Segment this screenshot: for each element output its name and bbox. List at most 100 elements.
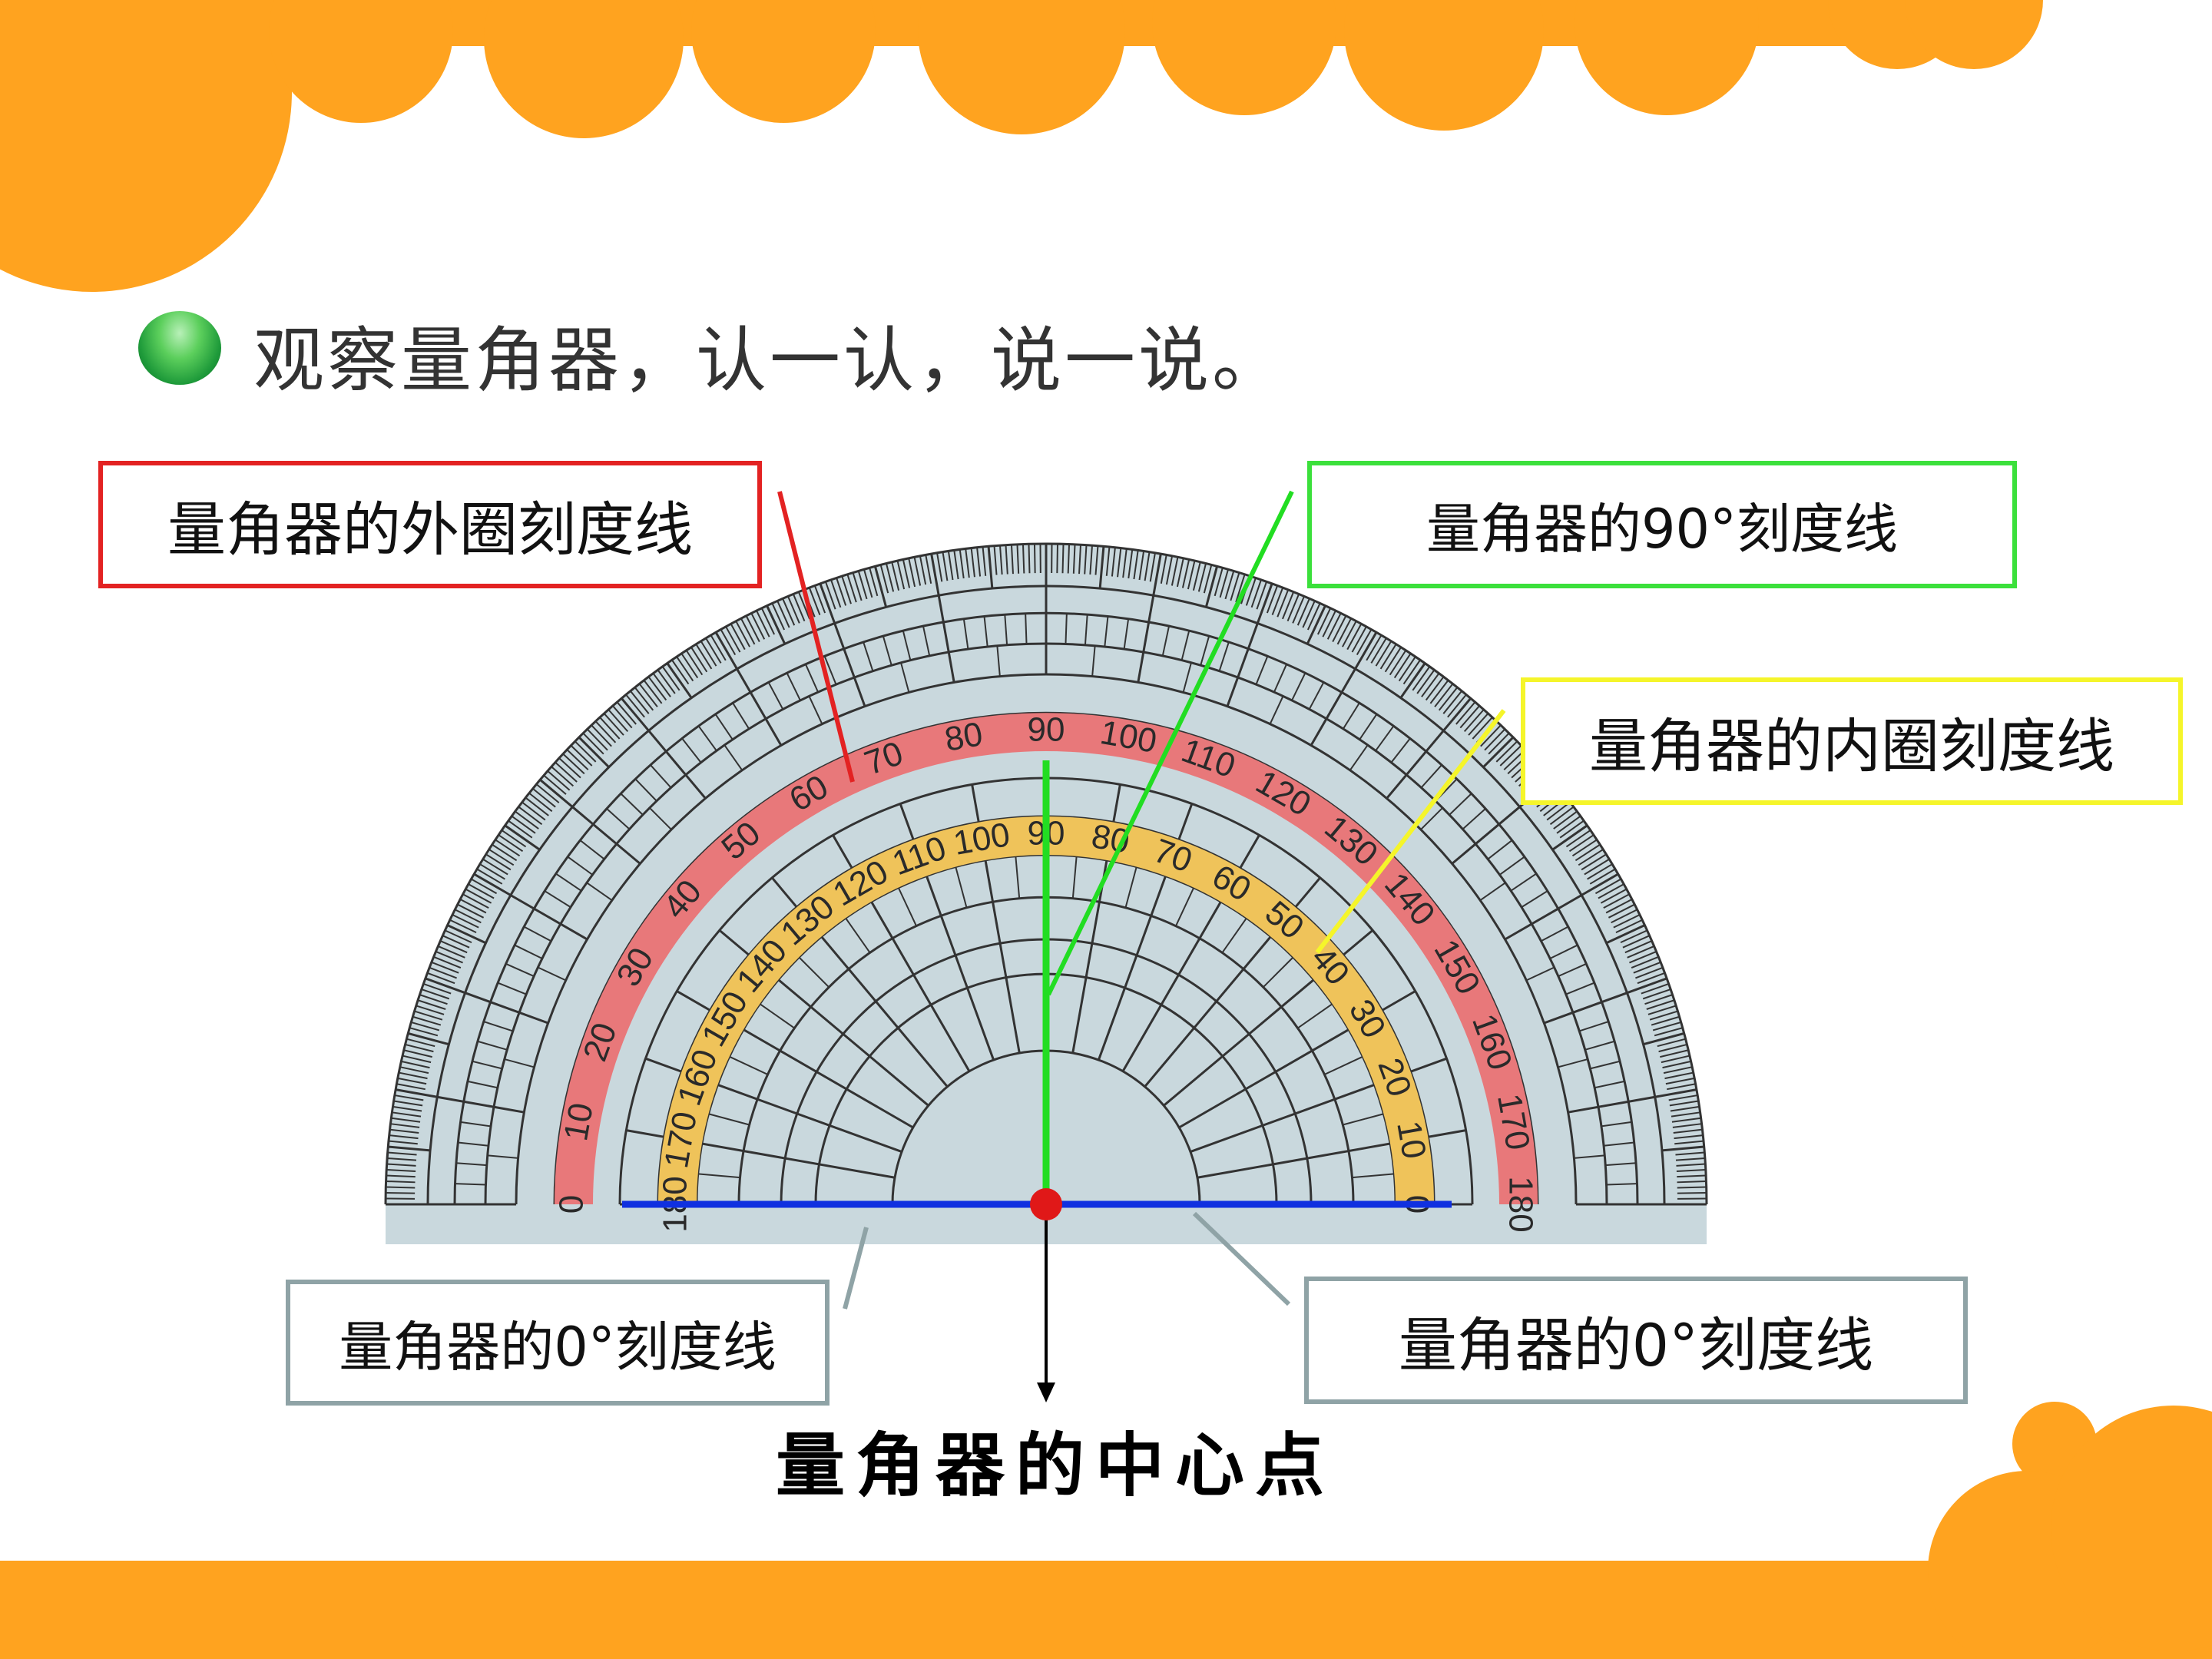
outer-tick-mark: [1214, 568, 1224, 597]
two-degree-division: [1449, 793, 1472, 816]
five-degree-division: [955, 866, 968, 908]
outer-tick-mark: [1671, 1117, 1701, 1123]
two-degree-division: [1200, 635, 1210, 666]
two-degree-division: [514, 944, 543, 959]
outer-tick-mark: [386, 1180, 416, 1184]
outer-tick-mark: [1676, 1163, 1706, 1167]
outer-tick-mark: [1584, 858, 1610, 876]
outer-tick-mark: [1098, 546, 1105, 589]
outer-tick-mark: [830, 579, 842, 608]
two-degree-division: [463, 1101, 495, 1108]
outer-tick-mark: [1326, 612, 1342, 640]
outer-tick-mark: [446, 924, 487, 945]
five-degree-division: [798, 956, 830, 988]
two-degree-division: [665, 750, 687, 776]
outer-tick-mark: [695, 644, 713, 670]
outer-scale-number: 10: [557, 1100, 601, 1144]
zero-line-left-label: 量角器的0°刻度线: [286, 1280, 830, 1406]
outer-tick-mark: [586, 728, 608, 751]
outer-tick-mark: [1669, 1100, 1699, 1107]
two-degree-division: [1572, 1001, 1602, 1014]
outer-tick-mark: [1296, 598, 1310, 626]
outer-tick-mark: [836, 578, 847, 606]
outer-tick-mark: [1658, 1043, 1687, 1053]
green-bullet-icon: [138, 311, 221, 385]
ninety-degree-line-label-text: 量角器的90°刻度线: [1426, 497, 1899, 561]
outer-tick-mark: [551, 766, 575, 787]
outer-tick-mark: [930, 553, 940, 596]
outer-tick-mark: [896, 560, 906, 590]
outer-tick-mark: [1084, 545, 1088, 575]
outer-tick-mark: [393, 1100, 423, 1107]
outer-tick-mark: [913, 557, 922, 586]
outer-tick-mark: [1306, 603, 1321, 631]
outer-tick-mark: [1643, 1031, 1685, 1046]
outer-tick-mark: [1235, 574, 1246, 603]
outer-tick-mark: [1675, 1157, 1705, 1161]
five-degree-division: [1479, 882, 1506, 902]
five-degree-division: [1182, 662, 1192, 693]
outer-tick-mark: [445, 929, 472, 944]
outer-tick-mark: [1152, 553, 1162, 596]
outer-tick-mark: [671, 659, 690, 685]
outer-tick-mark: [730, 623, 746, 651]
outer-tick-mark: [1230, 572, 1240, 601]
outer-tick-mark: [1072, 544, 1076, 574]
two-degree-division: [490, 1001, 520, 1014]
outer-tick-mark: [647, 676, 667, 701]
outer-tick-mark: [603, 713, 624, 736]
outer-tick-mark: [399, 1071, 428, 1080]
outer-tick-mark: [528, 792, 553, 813]
outer-tick-mark: [1176, 558, 1184, 588]
outer-tick-mark: [407, 1031, 449, 1046]
outer-tick-mark: [1488, 732, 1510, 755]
two-degree-division: [544, 890, 571, 909]
outer-tick-mark: [720, 629, 737, 656]
outer-tick-mark: [1661, 1145, 1704, 1152]
outer-tick-mark: [621, 697, 650, 732]
outer-tick-mark: [599, 717, 621, 740]
five-degree-division: [1324, 1055, 1363, 1075]
outer-tick-mark: [824, 581, 836, 610]
inner-scale-pointer: [1315, 709, 1506, 954]
two-degree-division: [458, 1141, 489, 1147]
outer-tick-mark: [1005, 545, 1008, 575]
two-degree-division: [767, 681, 784, 710]
outer-tick-mark: [846, 574, 857, 603]
outer-tick-mark: [1463, 709, 1485, 733]
outer-tick-mark: [1028, 544, 1031, 574]
two-degree-division: [523, 926, 551, 942]
outer-tick-mark: [999, 545, 1003, 575]
outer-tick-mark: [976, 547, 982, 577]
outer-tick-mark: [993, 545, 998, 575]
outer-tick-mark: [1061, 544, 1065, 574]
two-degree-division: [922, 625, 931, 657]
outer-tick-mark: [1613, 914, 1641, 929]
outer-tick-mark: [409, 1027, 439, 1037]
outer-tick-mark: [1336, 618, 1352, 645]
outer-tick-mark: [1663, 1066, 1693, 1075]
outer-tick-mark: [1356, 629, 1373, 656]
outer-tick-mark: [740, 618, 756, 645]
outer-tick-mark: [427, 972, 455, 985]
two-degree-division: [1578, 1021, 1609, 1032]
outer-tick-mark: [1605, 899, 1633, 914]
outer-tick-mark: [479, 863, 505, 880]
outer-tick-mark: [1094, 545, 1099, 575]
two-degree-division: [1308, 681, 1325, 710]
outer-tick-mark: [1203, 565, 1213, 594]
two-degree-division: [902, 630, 912, 661]
two-degree-division: [1531, 908, 1559, 925]
outer-tick-mark: [756, 610, 770, 637]
two-degree-division: [533, 908, 561, 925]
outer-tick-mark: [908, 558, 916, 588]
outer-tick-mark: [394, 1094, 424, 1101]
five-degree-division: [900, 662, 910, 693]
inner-scale-band: [658, 816, 1434, 1204]
outer-tick-mark: [608, 709, 629, 733]
outer-tick-mark: [1654, 1088, 1697, 1098]
outer-tick-mark: [1642, 988, 1671, 1000]
outer-tick-mark: [387, 1157, 417, 1161]
outer-tick-mark: [965, 548, 970, 578]
